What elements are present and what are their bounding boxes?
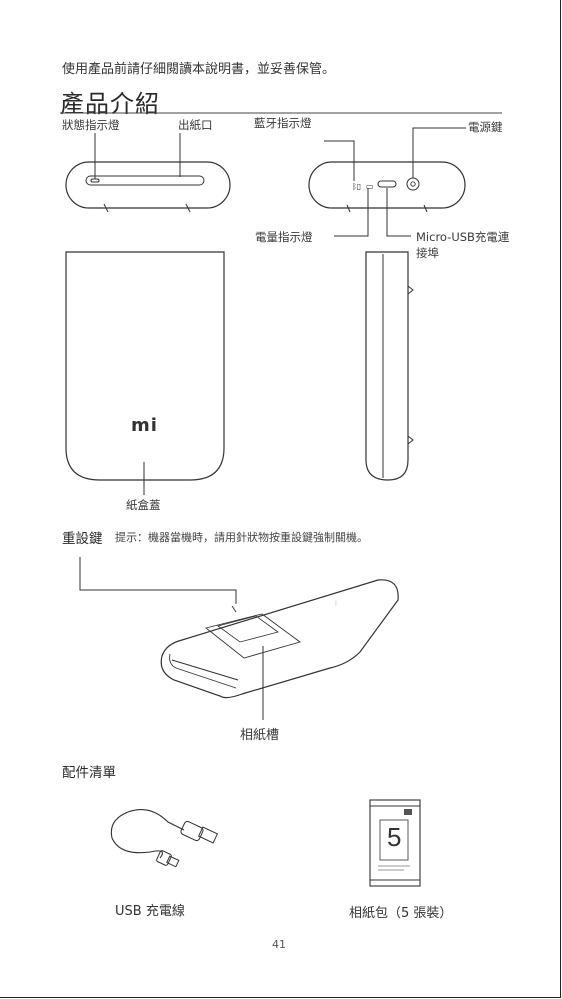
printer-body-front	[65, 251, 225, 495]
usb-cable-illustration	[110, 809, 219, 868]
power-key-label: 電源鍵	[468, 120, 503, 134]
usb-cable-label: USB 充電線	[115, 904, 185, 919]
usb-port	[377, 180, 397, 188]
printer-body-side	[365, 251, 414, 481]
photo-paper-pack-illustration	[369, 799, 421, 887]
reset-tip: 提示：機器當機時，請用針狀物按重設鍵強制關機。	[115, 531, 368, 544]
usb-port-label-line1: Micro-USB充電連	[416, 230, 510, 244]
usb-port-leader	[386, 188, 411, 237]
bluetooth-light-leader	[324, 140, 355, 181]
battery-light-label: 電量指示燈	[255, 230, 313, 244]
printer-back-view: ᛒ▯ ▭	[308, 127, 466, 237]
battery-icon: ▭	[366, 182, 374, 191]
mi-logo: mi	[131, 415, 158, 436]
paper-slot-label: 相紙槽	[240, 728, 280, 743]
reset-key-leader	[79, 557, 237, 604]
power-key-leader	[412, 127, 466, 178]
status-light-label: 狀態指示燈	[62, 118, 120, 132]
small-logo: ⫶	[335, 600, 337, 608]
printer-front-view	[65, 133, 231, 213]
photo-paper-label: 相紙包（5 張裝）	[349, 906, 453, 921]
printer-open-view: ⫶	[79, 557, 399, 720]
reset-key-heading: 重設鍵	[62, 531, 103, 547]
paper-count-number: 5	[387, 822, 402, 852]
intro-text: 使用產品前請仔細閱讀本說明書，並妥善保管。	[62, 62, 336, 77]
page-number: 41	[272, 938, 286, 951]
paper-outlet-label: 出紙口	[178, 118, 213, 132]
power-button-shape	[406, 177, 420, 191]
usb-port-label-line2: 接埠	[416, 246, 439, 260]
paper-cover-label: 紙盒蓋	[126, 498, 161, 512]
battery-light-leader	[334, 188, 369, 237]
bluetooth-light-label: 藍牙指示燈	[254, 116, 312, 130]
accessories-heading: 配件清單	[62, 765, 116, 781]
bluetooth-icon: ᛒ▯	[352, 182, 361, 191]
